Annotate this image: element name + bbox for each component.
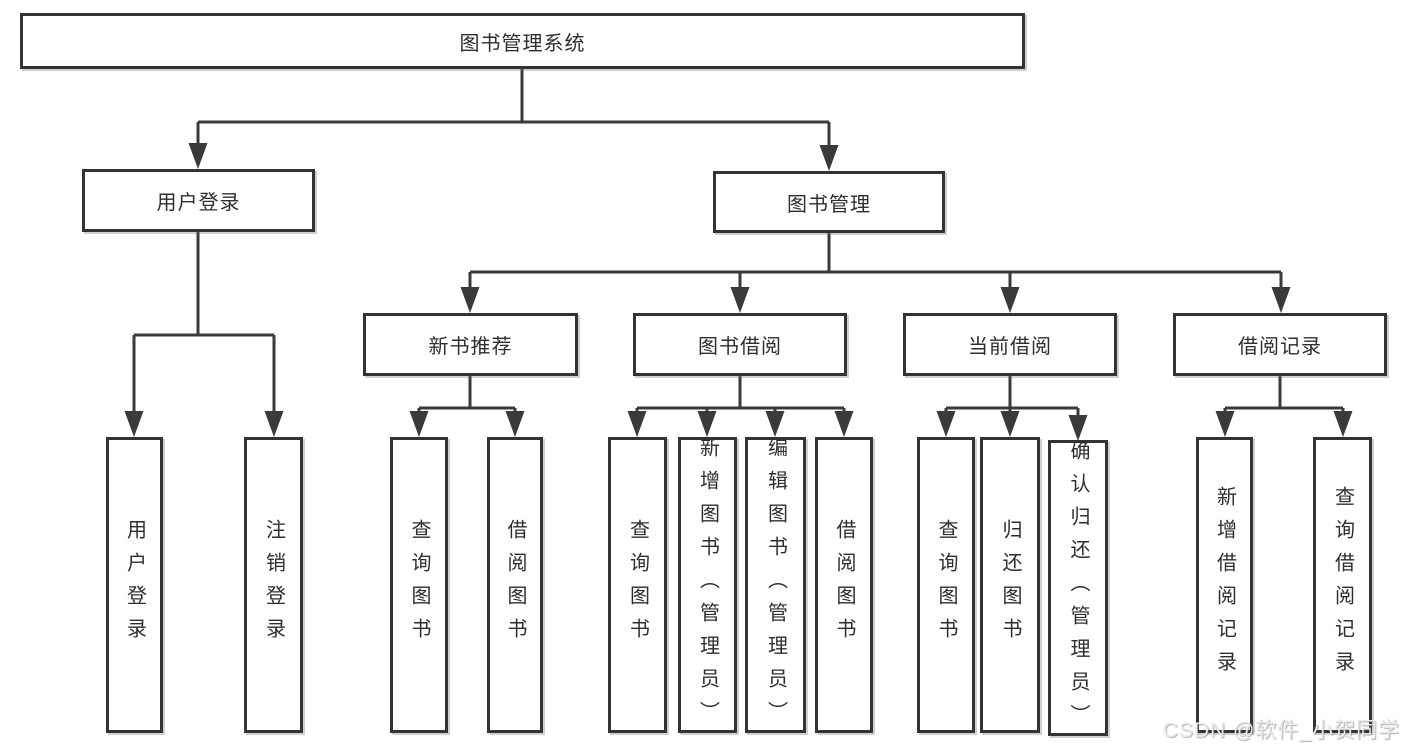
node-new-book-recommend: 新书推荐: [363, 313, 578, 376]
leaf-confirm-return-label: 确认归还（管理员）: [1067, 439, 1089, 737]
leaf-confirm-return: 确认归还（管理员）: [1048, 439, 1108, 737]
leaf-newbook-query: 查询图书: [390, 437, 448, 733]
node-book-borrow-label: 图书借阅: [698, 336, 782, 358]
leaf-borrow-book-label: 借阅图书: [833, 519, 855, 651]
leaf-logout: 注销登录: [244, 437, 303, 733]
node-new-book-recommend-label: 新书推荐: [428, 336, 513, 358]
leaf-user-login: 用户登录: [106, 437, 163, 733]
node-root-label: 图书管理系统: [459, 32, 586, 55]
leaf-add-borrow-record: 新增借阅记录: [1196, 437, 1253, 733]
leaf-borrow-query: 查询图书: [608, 437, 667, 733]
leaf-current-query-label: 查询图书: [935, 519, 957, 651]
leaf-newbook-borrow-label: 借阅图书: [504, 519, 526, 651]
node-book-borrow: 图书借阅: [633, 313, 847, 376]
leaf-return-book: 归还图书: [980, 437, 1040, 733]
node-book-management-label: 图书管理: [787, 193, 871, 216]
leaf-user-login-label: 用户登录: [123, 519, 146, 651]
watermark: CSDN @软件_小贺同学: [1162, 719, 1400, 742]
leaf-add-borrow-record-label: 新增借阅记录: [1213, 486, 1236, 684]
leaf-logout-label: 注销登录: [262, 519, 285, 651]
node-borrow-records: 借阅记录: [1173, 313, 1387, 376]
leaf-query-borrow-record: 查询借阅记录: [1313, 437, 1372, 733]
node-current-borrow-label: 当前借阅: [968, 336, 1052, 358]
leaf-return-book-label: 归还图书: [999, 519, 1021, 651]
leaf-borrow-add-book: 新增图书（管理员）: [678, 436, 737, 734]
leaf-borrow-query-label: 查询图书: [626, 519, 649, 651]
node-user-login: 用户登录: [82, 169, 315, 232]
node-current-borrow: 当前借阅: [903, 313, 1117, 376]
node-book-management: 图书管理: [713, 171, 945, 233]
node-user-login-label: 用户登录: [156, 192, 241, 214]
leaf-newbook-borrow: 借阅图书: [487, 437, 543, 733]
leaf-current-query: 查询图书: [917, 437, 975, 733]
node-borrow-records-label: 借阅记录: [1238, 336, 1322, 358]
leaf-query-borrow-record-label: 查询借阅记录: [1331, 486, 1354, 684]
leaf-borrow-edit-book-label: 编辑图书（管理员）: [764, 436, 787, 734]
leaf-newbook-query-label: 查询图书: [408, 519, 430, 651]
leaf-borrow-book: 借阅图书: [815, 437, 873, 733]
leaf-borrow-add-book-label: 新增图书（管理员）: [696, 436, 719, 734]
leaf-borrow-edit-book: 编辑图书（管理员）: [745, 436, 806, 734]
node-root: 图书管理系统: [20, 13, 1025, 69]
